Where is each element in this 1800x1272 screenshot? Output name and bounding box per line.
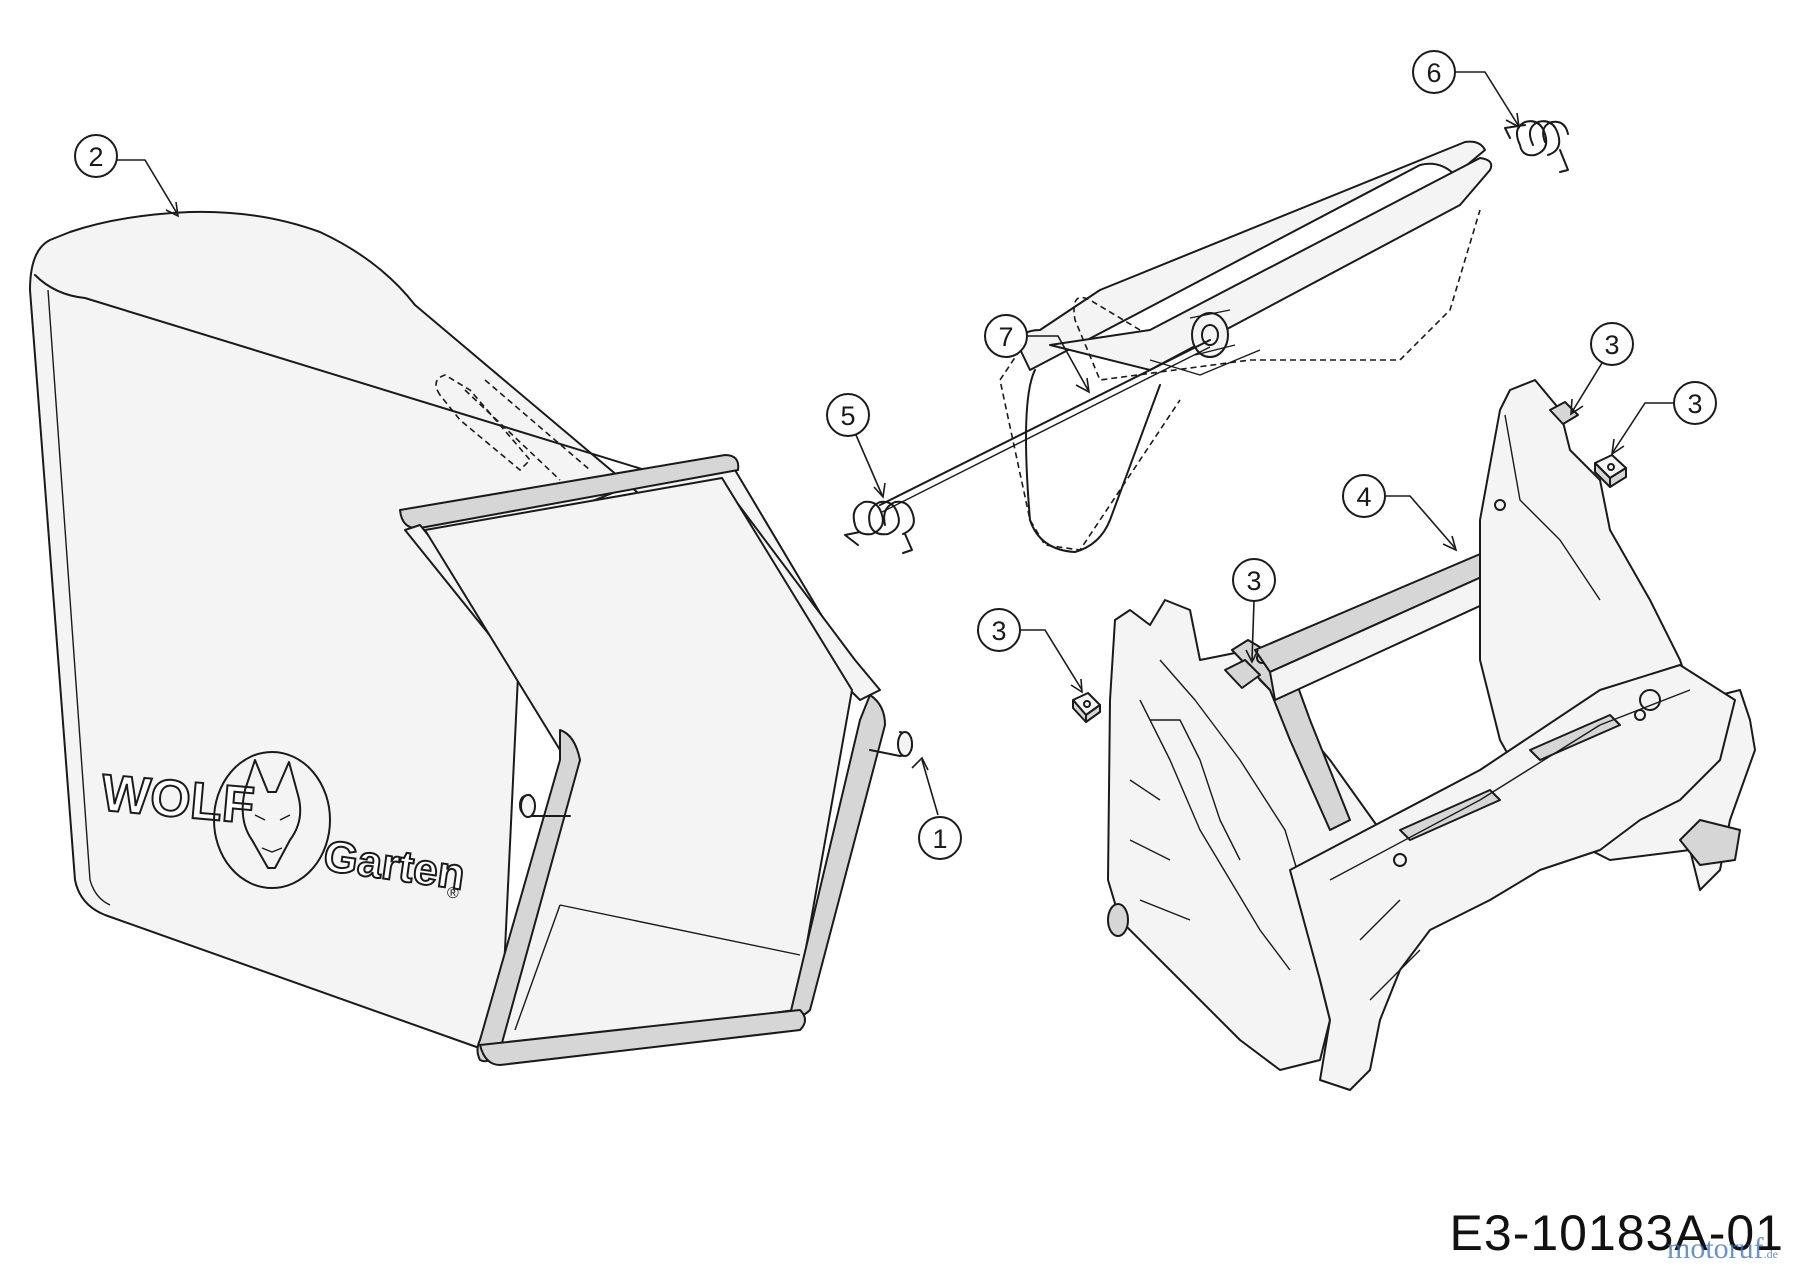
part-spring-left — [844, 500, 915, 554]
watermark-text: motoruf — [1667, 1232, 1764, 1265]
part-clip-nut-right — [1594, 454, 1627, 488]
callout-7-label: 7 — [998, 322, 1013, 352]
fox-head-icon — [241, 759, 302, 869]
callout-2-label: 2 — [88, 142, 103, 172]
callout-3d-label: 3 — [1687, 389, 1702, 419]
callout-6-label: 6 — [1426, 58, 1441, 88]
callout-1: 1 — [911, 756, 962, 860]
callout-3a: 3 — [977, 608, 1083, 694]
part-flap — [879, 140, 1493, 553]
callout-3b: 3 — [1232, 558, 1276, 664]
callout-3c: 3 — [1570, 322, 1634, 416]
callout-3c-label: 3 — [1604, 330, 1619, 360]
callout-1-label: 1 — [932, 824, 947, 854]
logo-word-wolf: WOLF — [99, 764, 257, 835]
callout-4-label: 4 — [1356, 482, 1371, 512]
callout-3b-label: 3 — [1246, 566, 1261, 596]
part-spring-right — [1504, 120, 1569, 173]
callout-6: 6 — [1412, 50, 1521, 129]
part-grass-catcher-bag: WOLF Garten ® — [29, 210, 913, 1066]
watermark-suffix: .de — [1763, 1247, 1778, 1261]
callout-5-label: 5 — [840, 401, 855, 431]
callout-2: 2 — [74, 134, 180, 218]
part-frame — [1107, 379, 1756, 1091]
callout-5: 5 — [826, 393, 886, 499]
registered-mark: ® — [447, 885, 459, 902]
part-clip-nut-left — [1072, 692, 1101, 723]
watermark: motoruf.de — [1667, 1232, 1778, 1266]
callout-4: 4 — [1342, 474, 1458, 552]
callout-3d: 3 — [1610, 381, 1717, 456]
callout-3a-label: 3 — [991, 616, 1006, 646]
drawing-number: E3-10183A-01 — [1449, 1205, 1784, 1261]
callout-7: 7 — [984, 314, 1091, 394]
